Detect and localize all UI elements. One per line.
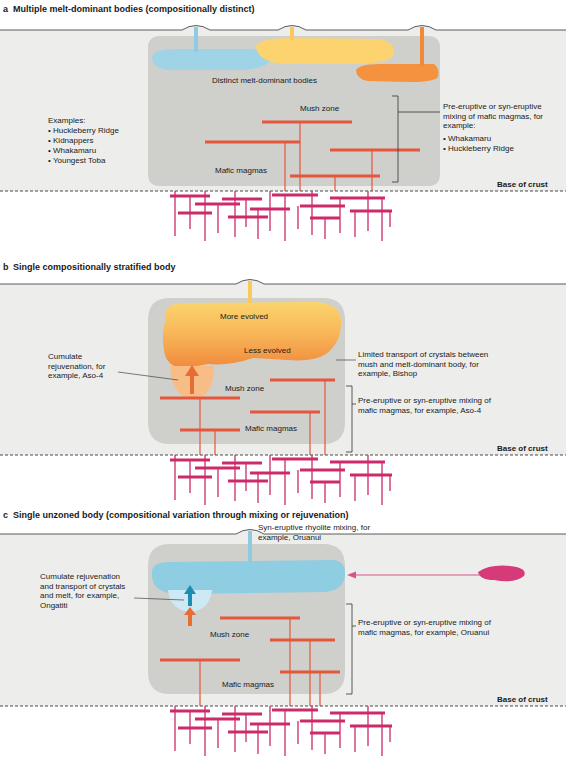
annotation: Examples: [48,116,85,126]
node-text: Mafic magmas [222,680,274,690]
annotation: • Kidnappers [48,136,94,146]
mush-zone-shape [148,544,345,694]
crust-band-outline [0,530,566,707]
panel-heading: Multiple melt-dominant bodies (compositi… [13,4,255,15]
mafic-roots [170,191,392,241]
annotation: • Huckleberry Ridge [48,126,119,136]
crust-band-outline [0,26,566,192]
mush-zone-outline [148,298,345,444]
mush-zone-outline [148,36,440,186]
annotation: Pre-eruptive or syn-eruptive mixing of m… [443,102,563,131]
melt-body: More evolvedLess evolved [158,300,342,370]
melt-body-outline [163,302,341,368]
mafic-roots [170,455,392,505]
annotation: Cumulate rejuvenation, for example, Aso-… [48,352,128,381]
node-text: Base of crust [497,444,548,454]
mush-zone: Mush zoneMafic magmas More evolvedLess ev… [148,298,345,444]
annotation: Pre-eruptive or syn-eruptive mixing of m… [358,396,498,415]
node-text: Mush zone [210,630,249,640]
node-text: Mafic magmas [215,166,267,176]
node-text: More evolved [220,312,268,322]
node-text: Base of crust [497,180,548,190]
annotation: • Whakamaru [48,146,96,156]
annotation: Cumulate rejuvenation and transport of c… [40,572,135,610]
mafic-roots [170,706,392,756]
annotation: • Youngest Toba [48,156,105,166]
crust-band-outline [0,280,566,456]
mush-zone: Distinct melt-dominant bodiesMush zoneMa… [148,36,440,186]
mush-zone-shape [148,36,440,186]
panel-heading: Single unzoned body (compositional varia… [13,510,349,521]
annotation: Limited transport of crystals between mu… [358,350,498,379]
node-text: Mafic magmas [245,424,297,434]
crust-band-outline [0,26,566,31]
melt-body-shape [158,300,342,370]
panel-heading: a [3,4,8,15]
mush-zone: Mush zoneMafic magmas [148,544,345,694]
annotation: • Whakamaru [443,134,491,144]
annotation: Syn-eruptive rhyolite mixing, for exampl… [258,523,388,542]
node-text: Mush zone [225,384,264,394]
crust-band: Base of crust Mush zoneMafic magmas [0,528,566,706]
node-text: Mush zone [300,104,339,114]
panel-heading: c [3,510,8,521]
annotation: Pre-eruptive or syn-eruptive mixing of m… [358,618,498,637]
node-text: Base of crust [497,695,548,705]
node-text: Distinct melt-dominant bodies [212,76,317,86]
crust-band-outline [0,280,566,285]
annotation: • Huckleberry Ridge [443,144,514,154]
panel-heading: b [3,262,9,273]
panel-heading: Single compositionally stratified body [13,262,176,273]
mush-zone-outline [148,544,345,694]
node-text: Less evolved [244,346,291,356]
